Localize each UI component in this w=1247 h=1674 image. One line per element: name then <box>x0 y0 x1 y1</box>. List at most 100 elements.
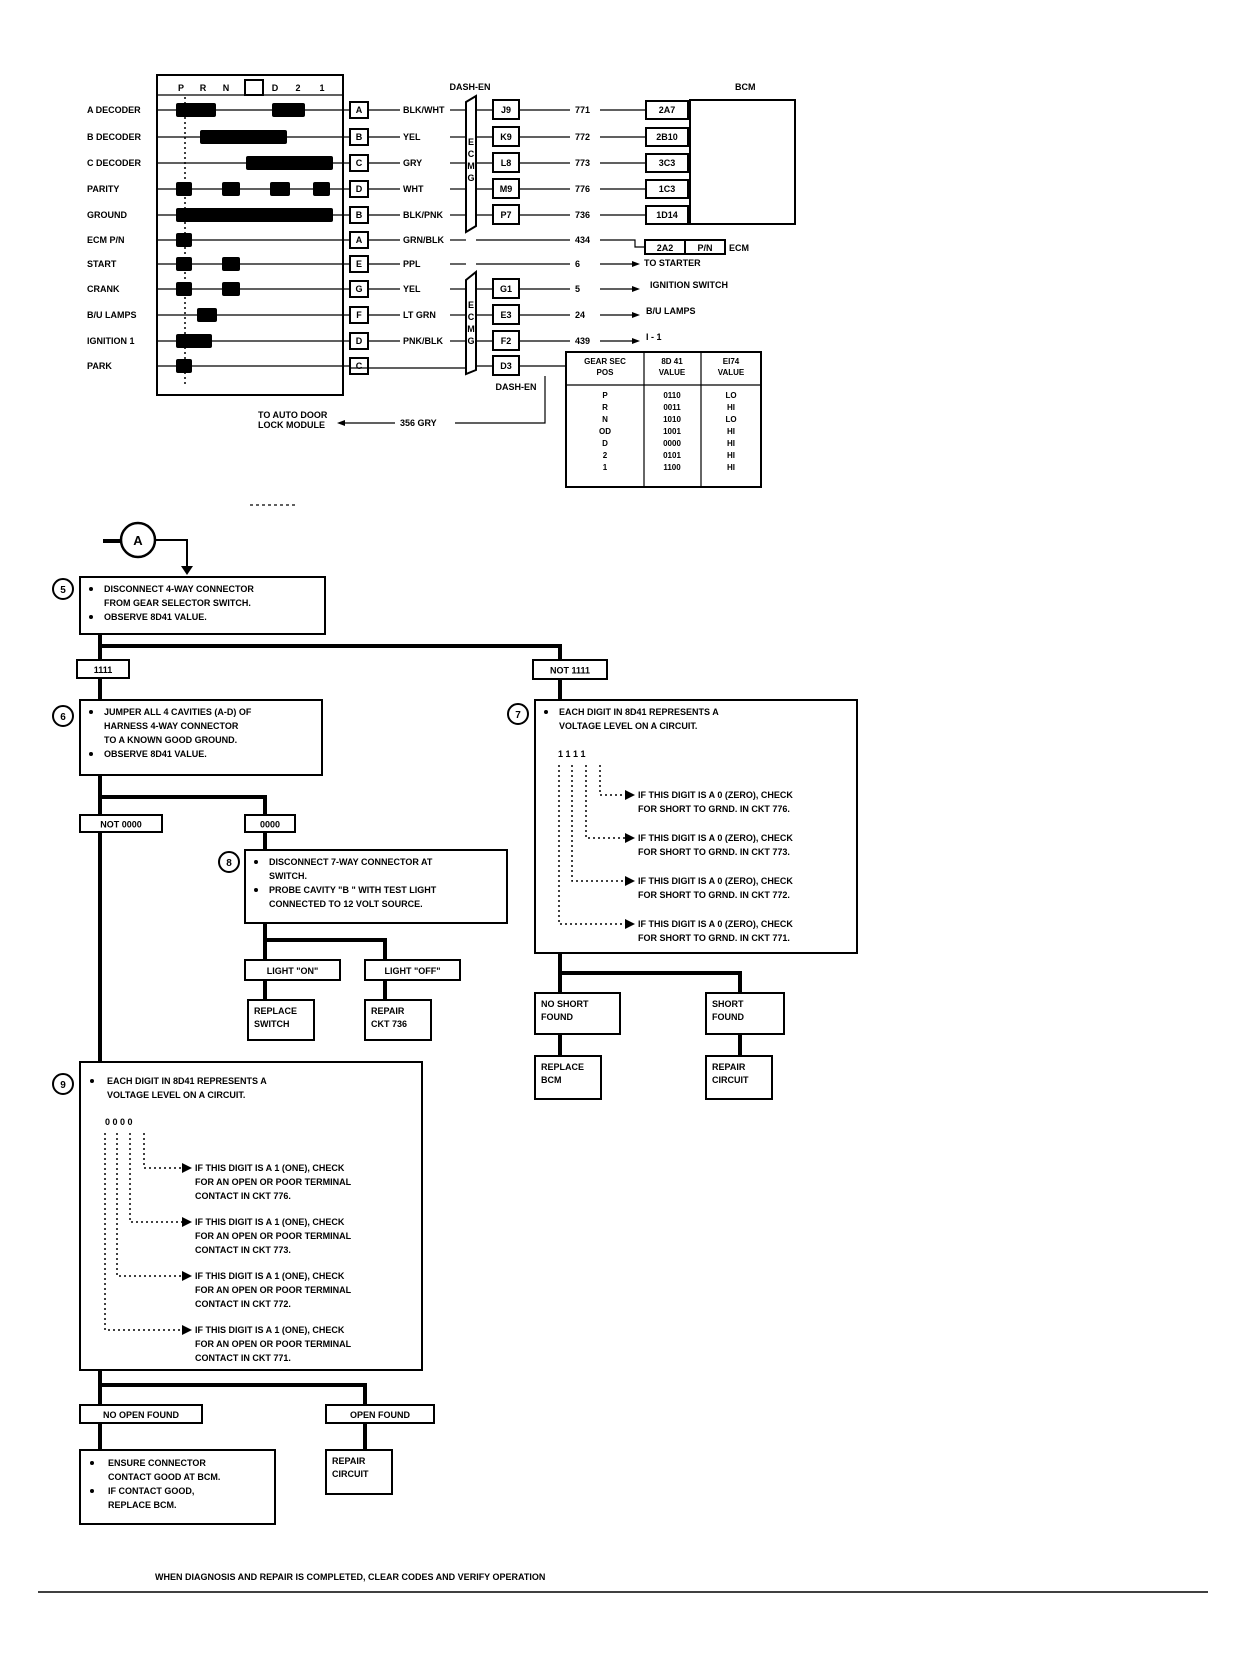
digit-check-line: IF THIS DIGIT IS A 1 (ONE), CHECK <box>195 1325 345 1335</box>
step-line: TO A KNOWN GOOD GROUND. <box>104 735 237 745</box>
ecm-pin-2a2-label: 2A2 <box>657 243 674 253</box>
gear-table-cell: 0110 <box>663 391 681 400</box>
gear-table-header: VALUE <box>659 368 686 377</box>
gear-table-frame <box>565 351 762 488</box>
row-label: GROUND <box>87 210 127 220</box>
circuit-number: 24 <box>575 310 585 320</box>
i1-label: I - 1 <box>646 332 662 342</box>
switch-position-label: R <box>200 83 207 93</box>
gear-table-cell: HI <box>727 403 735 412</box>
branch-9-line <box>98 1370 367 1405</box>
connector-pin-label: A <box>356 235 363 245</box>
gear-table-cell: LO <box>725 415 736 424</box>
step-8: DISCONNECT 7-WAY CONNECTOR ATSWITCH.PROB… <box>218 849 508 924</box>
gear-table-cell: R <box>602 403 608 412</box>
circuit-number: 439 <box>575 336 590 346</box>
bcm-pin-label: 1D14 <box>656 210 678 220</box>
final-action-line: IF CONTACT GOOD, <box>108 1486 194 1496</box>
digit-check-line: IF THIS DIGIT IS A 0 (ZERO), CHECK <box>638 876 793 886</box>
no-open-found-box: NO OPEN FOUND <box>79 1404 203 1424</box>
auto-door-arrowhead <box>337 420 345 426</box>
label-box <box>364 999 432 1041</box>
ecmg-letter-upper: M <box>467 161 475 171</box>
contact-bar <box>176 208 333 222</box>
wire-color-label: GRY <box>403 158 422 168</box>
bcm-pin <box>645 205 689 225</box>
label-box <box>325 1404 435 1424</box>
ecmg-letter-upper: C <box>468 149 475 159</box>
connector-pin-label: F <box>356 310 362 320</box>
step-number: 8 <box>226 858 232 869</box>
contact-bar <box>176 103 216 117</box>
ignition-switch-label: IGNITION SWITCH <box>650 280 728 290</box>
digit-check-line: IF THIS DIGIT IS A 1 (ONE), CHECK <box>195 1217 345 1227</box>
gear-table-cell: OD <box>599 427 611 436</box>
digit-arrowhead <box>182 1271 192 1281</box>
gear-table-cell: HI <box>727 463 735 472</box>
row-label: START <box>87 259 117 269</box>
label-box <box>534 1055 602 1100</box>
step-line: SWITCH. <box>269 871 307 881</box>
connector-pin-label: E <box>356 259 362 269</box>
label-box-text: FOUND <box>541 1012 573 1022</box>
dash-pin-label: F2 <box>501 336 512 346</box>
digit-check-line: FOR SHORT TO GRND. IN CKT 772. <box>638 890 790 900</box>
step-number-circle <box>218 851 240 873</box>
label-box-text: CIRCUIT <box>332 1469 369 1479</box>
digit-leader <box>104 1133 182 1331</box>
branch-not-0000: NOT 0000 <box>79 814 163 833</box>
digit-check-line: IF THIS DIGIT IS A 0 (ZERO), CHECK <box>638 790 793 800</box>
final-action-line: CONTACT GOOD AT BCM. <box>108 1472 220 1482</box>
switch-position-label: N <box>223 83 230 93</box>
label-box-text: REPLACE <box>254 1006 297 1016</box>
ecmg-letter-lower: E <box>468 300 474 310</box>
bcm-pin <box>645 100 689 120</box>
gear-table-cell: P <box>602 391 608 400</box>
label-box <box>705 1055 773 1100</box>
contact-bar <box>270 182 290 196</box>
digit-pattern: 1 1 1 1 <box>558 749 586 759</box>
gear-table-header: 8D 41 <box>661 357 683 366</box>
row-label: C DECODER <box>87 158 142 168</box>
digit-arrowhead <box>182 1217 192 1227</box>
branch-not-1111: NOT 1111 <box>532 659 608 680</box>
overdrive-position-marker <box>244 79 264 96</box>
step-box <box>79 699 323 776</box>
bullet <box>254 860 258 864</box>
label-box <box>534 992 621 1035</box>
gear-table-cell: 0011 <box>663 403 681 412</box>
step-number-circle <box>52 578 74 600</box>
gear-table-header: GEAR SEC <box>584 357 626 366</box>
dash-pin-label: D3 <box>500 361 512 371</box>
step-line: VOLTAGE LEVEL ON A CIRCUIT. <box>559 721 697 731</box>
gear-table-cell: 0101 <box>663 451 681 460</box>
step-number-circle <box>52 1073 74 1095</box>
label-box-text: BCM <box>541 1075 562 1085</box>
label-box-text: LIGHT "ON" <box>267 966 319 976</box>
branch-7-line <box>558 953 742 993</box>
label-box-text: NO SHORT <box>541 999 589 1009</box>
label-box-text: SWITCH <box>254 1019 290 1029</box>
circuit-number: 434 <box>575 235 590 245</box>
wire-color-label: PNK/BLK <box>403 336 443 346</box>
gear-table-cell: HI <box>727 427 735 436</box>
dash-pin-label: G1 <box>500 284 512 294</box>
step-line: PROBE CAVITY "B " WITH TEST LIGHT <box>269 885 437 895</box>
gear-table-cell: 1001 <box>663 427 681 436</box>
bcm-pin <box>645 179 689 199</box>
wire-color-label: YEL <box>403 284 421 294</box>
gear-table-cell: HI <box>727 439 735 448</box>
wire-color-label: WHT <box>403 184 424 194</box>
gear-table-cell: 1010 <box>663 415 681 424</box>
digit-check-line: FOR AN OPEN OR POOR TERMINAL <box>195 1339 352 1349</box>
digit-check-line: CONTACT IN CKT 773. <box>195 1245 291 1255</box>
digit-check-line: CONTACT IN CKT 771. <box>195 1353 291 1363</box>
wire-color-label: GRN/BLK <box>403 235 444 245</box>
digit-pattern: 0 0 0 0 <box>105 1117 133 1127</box>
